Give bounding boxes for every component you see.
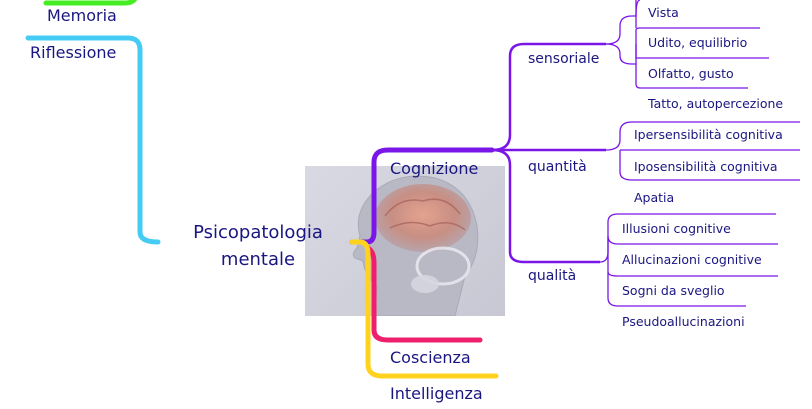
branch-riflessione[interactable]: Riflessione	[30, 43, 117, 62]
leaf-olfatto-gusto[interactable]: Olfatto, gusto	[648, 66, 734, 81]
group-sensoriale[interactable]: sensoriale	[528, 51, 600, 67]
branch-line-memoria	[43, 0, 138, 6]
branch-intelligenza[interactable]: Intelligenza	[390, 384, 483, 403]
central-topic-line-1: Psicopatologia	[193, 222, 323, 243]
leaf-ipersensibilita[interactable]: Ipersensibilità cognitiva	[634, 127, 783, 142]
branch-line-intelligenza	[349, 239, 499, 379]
leaf-allucinazioni[interactable]: Allucinazioni cognitive	[622, 252, 762, 267]
leaf-sogni[interactable]: Sogni da sveglio	[622, 283, 725, 298]
branch-line-riflessione	[25, 35, 161, 245]
group-quantita[interactable]: quantità	[528, 159, 587, 175]
group-qualita[interactable]: qualità	[528, 268, 577, 284]
leaf-apatia[interactable]: Apatia	[634, 190, 675, 205]
sub-line-sensoriale	[491, 42, 606, 152]
leaf-udito-equilibrio[interactable]: Udito, equilibrio	[648, 35, 748, 50]
central-topic[interactable]: Psicopatologia mentale	[186, 219, 330, 273]
leaf-vista[interactable]: Vista	[648, 5, 679, 20]
branch-line-coscienza	[365, 245, 483, 343]
leaf-iposensibilita[interactable]: Iposensibilità cognitiva	[634, 159, 778, 174]
central-topic-line-2: mentale	[220, 249, 296, 270]
leaf-tatto-autopercezione[interactable]: Tatto, autopercezione	[648, 96, 784, 111]
sub-line-qualita	[491, 148, 600, 264]
branch-coscienza[interactable]: Coscienza	[390, 348, 471, 367]
leaf-illusioni[interactable]: Illusioni cognitive	[622, 221, 731, 236]
branch-memoria[interactable]: Memoria	[47, 6, 117, 25]
branch-line-cognizione	[349, 147, 495, 245]
branch-cognizione[interactable]: Cognizione	[390, 159, 479, 178]
leaf-pseudoallucinazioni[interactable]: Pseudoallucinazioni	[622, 314, 745, 329]
